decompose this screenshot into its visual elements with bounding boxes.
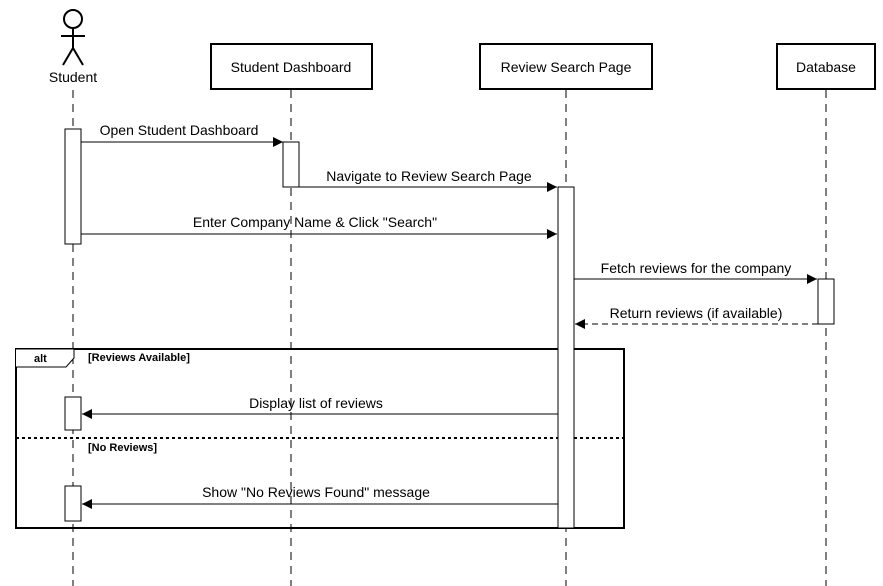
message-fetch-reviews: Fetch reviews for the company xyxy=(574,260,817,284)
fragment-guard-reviews-available: [Reviews Available] xyxy=(88,352,190,364)
actor-label: Student xyxy=(49,69,97,85)
message-return-reviews: Return reviews (if available) xyxy=(575,305,818,329)
activation-student-dashboard xyxy=(282,141,300,188)
message-label: Open Student Dashboard xyxy=(100,122,259,138)
message-open-dashboard: Open Student Dashboard xyxy=(81,122,283,147)
message-label: Enter Company Name & Click "Search" xyxy=(193,214,437,230)
participant-database: Database xyxy=(776,43,876,90)
activation-student xyxy=(64,128,82,245)
alt-fragment: alt [Reviews Available] [No Reviews] xyxy=(15,348,625,529)
message-label: Fetch reviews for the company xyxy=(601,260,792,276)
message-label: Return reviews (if available) xyxy=(610,305,783,321)
message-display-reviews: Display list of reviews xyxy=(82,395,558,419)
participant-label: Database xyxy=(796,59,856,75)
message-enter-company-search: Enter Company Name & Click "Search" xyxy=(81,214,557,239)
message-label: Navigate to Review Search Page xyxy=(326,168,532,184)
participant-label: Student Dashboard xyxy=(231,59,352,75)
participant-label: Review Search Page xyxy=(501,59,632,75)
fragment-operator: alt xyxy=(34,353,47,365)
fragment-guard-no-reviews: [No Reviews] xyxy=(88,442,157,454)
participant-student-dashboard: Student Dashboard xyxy=(210,43,373,90)
participant-review-search-page: Review Search Page xyxy=(479,43,653,90)
activation-review-search-page xyxy=(557,186,575,529)
activation-database xyxy=(817,278,835,325)
message-navigate-search-page: Navigate to Review Search Page xyxy=(299,168,557,192)
activation-student-message xyxy=(64,485,82,522)
message-label: Show "No Reviews Found" message xyxy=(202,484,430,500)
activation-student-display xyxy=(64,396,82,431)
message-no-reviews-found: Show "No Reviews Found" message xyxy=(82,484,558,509)
message-label: Display list of reviews xyxy=(249,395,383,411)
student-actor-icon xyxy=(61,9,85,66)
